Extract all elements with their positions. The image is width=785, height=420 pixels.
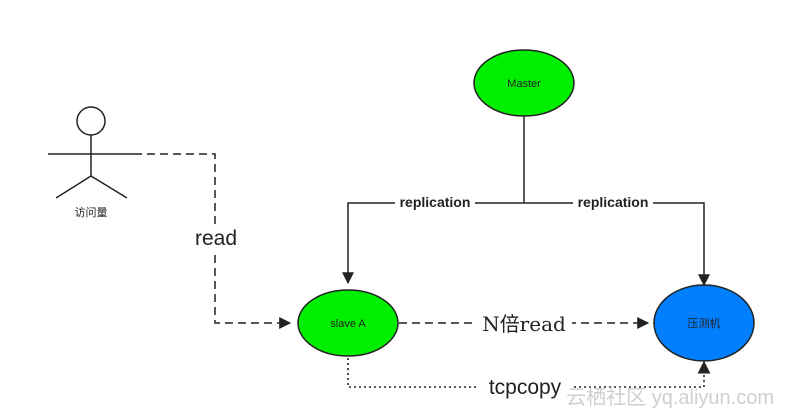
- replication-right-edge: [524, 202, 710, 287]
- pressure-test-node: [653, 284, 755, 362]
- actor-figure: [48, 106, 134, 199]
- slave-a-node-label: slave A: [330, 318, 366, 330]
- read-edge: [134, 153, 292, 329]
- nread-label: N倍read: [482, 312, 566, 336]
- replication-left-label: replication: [400, 194, 471, 210]
- read-label-bg: [188, 226, 244, 250]
- tcpcopy-label-bg: [478, 375, 572, 399]
- master-node: [473, 49, 575, 117]
- replication-left-label-bg: [395, 194, 475, 212]
- pressure-test-node-label: 压测机: [688, 316, 721, 330]
- master-node-label: Master: [507, 78, 541, 90]
- watermark-text: 云栖社区 yq.aliyun.com: [566, 386, 774, 409]
- read-label: read: [195, 227, 237, 250]
- replication-right-label-bg: [573, 194, 653, 212]
- replication-right-label: replication: [578, 194, 649, 210]
- nread-label-bg: [476, 312, 572, 336]
- slave-a-node: [297, 289, 399, 357]
- replication-left-edge: [342, 202, 524, 285]
- actor-label: 访问量: [75, 206, 108, 219]
- tcpcopy-label: tcpcopy: [489, 376, 562, 399]
